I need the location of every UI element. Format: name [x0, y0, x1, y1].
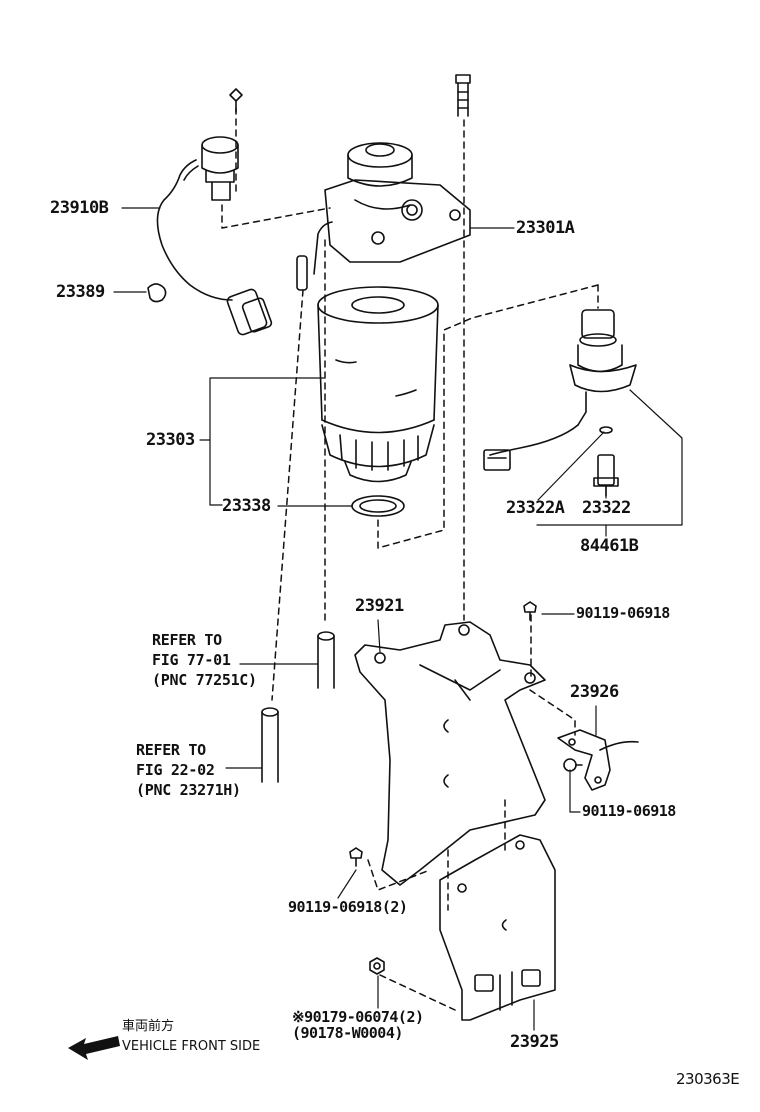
filter-head-23301A — [296, 142, 471, 291]
label-23925: 23925 — [510, 1032, 559, 1052]
dashed-assembly-lines — [221, 107, 599, 1011]
fuel-sender-sensor-23910B — [156, 88, 273, 336]
direction-label-jp: 車両前方 — [122, 1019, 175, 1034]
label-23389: 23389 — [56, 282, 105, 302]
refer-note-line: (PNC 77251C) — [152, 671, 257, 689]
label-90119-06918-top: 90119-06918 — [576, 604, 670, 622]
hose-77251C — [317, 631, 335, 689]
bolt-top — [455, 74, 471, 117]
nut-90179 — [369, 957, 385, 975]
label-23926: 23926 — [570, 682, 619, 702]
refer-note-fig-22-02: REFER TO FIG 22-02 (PNC 23271H) — [136, 740, 241, 800]
arrow-left-icon — [68, 1036, 120, 1060]
label-23921: 23921 — [355, 596, 404, 616]
bolt-90119-top — [523, 601, 537, 621]
label-23322A: 23322A — [506, 498, 565, 518]
label-23303: 23303 — [146, 430, 195, 450]
refer-note-line: FIG 22-02 — [136, 761, 215, 779]
refer-note-fig-77-01: REFER TO FIG 77-01 (PNC 77251C) — [152, 630, 257, 690]
bolt-90119-right — [563, 758, 583, 772]
bracket-23926 — [557, 729, 639, 791]
figure-code: 230363E — [676, 1070, 740, 1088]
refer-note-line: REFER TO — [136, 741, 206, 759]
water-sensor-84461B — [483, 309, 637, 497]
label-84461B: 84461B — [580, 536, 639, 556]
bracket-23921 — [354, 621, 546, 886]
hose-23271H — [261, 707, 279, 783]
label-90179-06074: ※90179-06074(2) — [292, 1008, 424, 1026]
label-23301A: 23301A — [516, 218, 575, 238]
label-90119-06918-left: 90119-06918(2) — [288, 898, 408, 916]
refer-note-line: REFER TO — [152, 631, 222, 649]
bolt-90119-left — [349, 847, 363, 867]
gasket-23338 — [351, 495, 405, 517]
refer-note-line: (PNC 23271H) — [136, 781, 241, 799]
leader-lines — [113, 207, 683, 1031]
direction-label-en: VEHICLE FRONT SIDE — [122, 1039, 261, 1054]
label-23338: 23338 — [222, 496, 271, 516]
label-90178-W0004: (90178-W0004) — [292, 1024, 403, 1042]
label-90119-06918-right: 90119-06918 — [582, 802, 676, 820]
refer-note-line: FIG 77-01 — [152, 651, 231, 669]
filter-element-23303 — [317, 286, 439, 483]
label-23910B: 23910B — [50, 198, 109, 218]
clamp-23389 — [147, 283, 167, 303]
bracket-23925 — [439, 834, 556, 1021]
label-23322: 23322 — [582, 498, 631, 518]
